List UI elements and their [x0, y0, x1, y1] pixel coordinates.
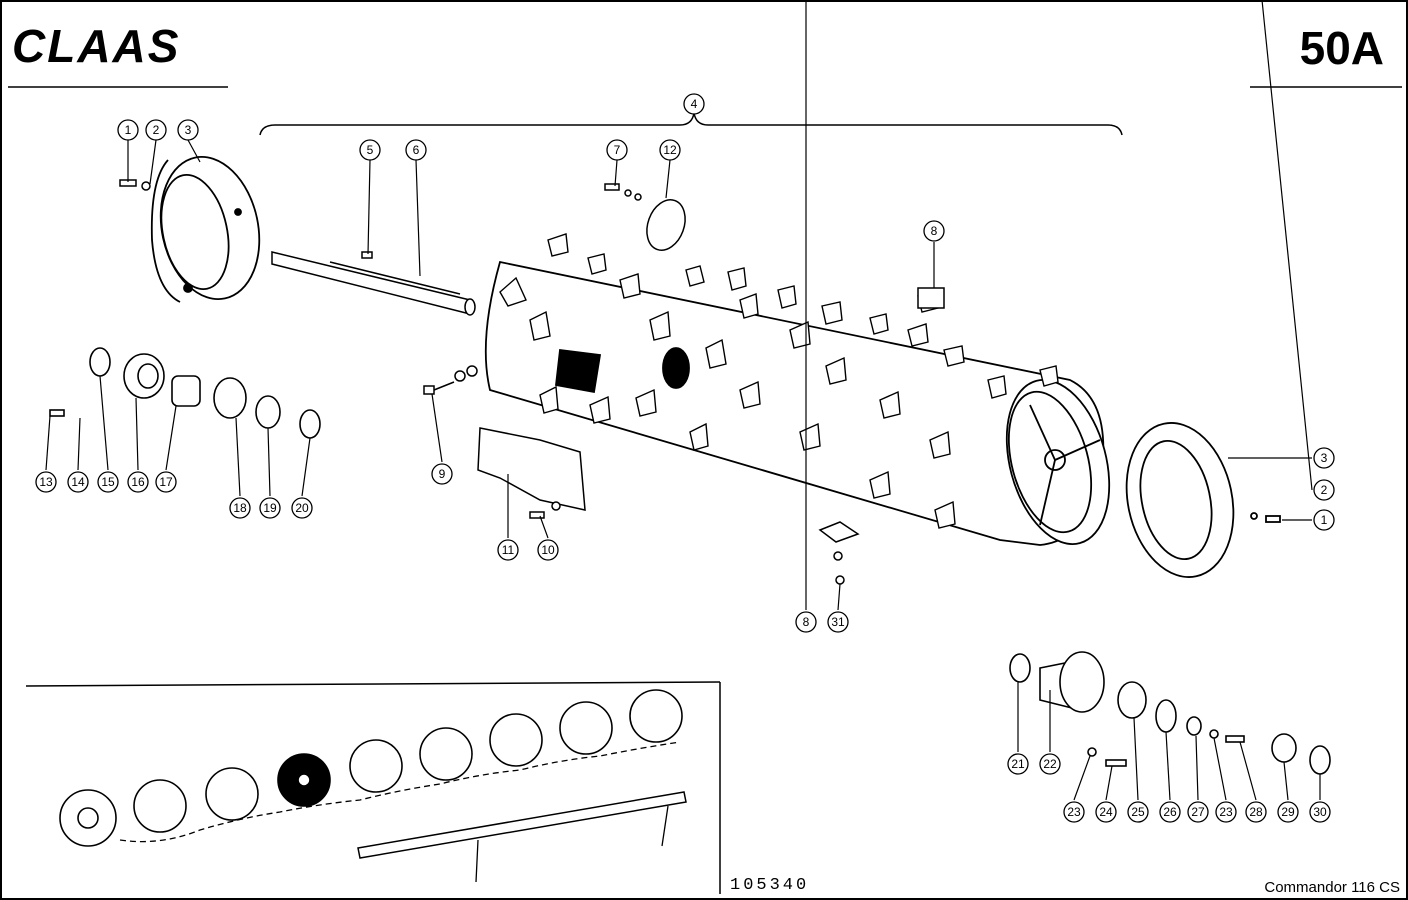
callout-8-bottom: 8 [795, 611, 817, 633]
page-number: 50A [1300, 22, 1384, 74]
model-label: Commandor 116 CS [1264, 879, 1400, 896]
svg-text:15: 15 [101, 475, 115, 489]
svg-text:25: 25 [1131, 805, 1145, 819]
right-bearing-set-icon [1009, 651, 1331, 775]
callout-19: 19 [259, 497, 281, 519]
svg-text:5: 5 [367, 143, 374, 157]
svg-text:30: 30 [1313, 805, 1327, 819]
callout-1-left: 1 [117, 119, 139, 141]
callout-5: 5 [359, 139, 381, 161]
svg-text:13: 13 [39, 475, 53, 489]
callout-24: 24 [1095, 801, 1117, 823]
left-screw-icon [119, 179, 151, 191]
clip-block-icon [917, 287, 945, 309]
callout-15: 15 [97, 471, 119, 493]
svg-text:10: 10 [541, 543, 555, 557]
svg-text:18: 18 [233, 501, 247, 515]
right-cover-ring-icon [1125, 422, 1281, 578]
callout-17: 17 [155, 471, 177, 493]
svg-text:22: 22 [1043, 757, 1057, 771]
assembly-bracket [259, 112, 1123, 136]
callout-1-right: 1 [1313, 509, 1335, 531]
callout-21: 21 [1007, 753, 1029, 775]
svg-text:23: 23 [1219, 805, 1233, 819]
callout-23-b: 23 [1215, 801, 1237, 823]
callout-16: 16 [127, 471, 149, 493]
svg-text:3: 3 [1321, 451, 1328, 465]
callout-12: 12 [659, 139, 681, 161]
callout-9: 9 [431, 463, 453, 485]
svg-text:8: 8 [803, 615, 810, 629]
callout-8-top: 8 [923, 220, 945, 242]
svg-text:2: 2 [1321, 483, 1328, 497]
plate-screw-icon [529, 501, 561, 519]
callout-2-left: 2 [145, 119, 167, 141]
callout-28: 28 [1245, 801, 1267, 823]
callout-6: 6 [405, 139, 427, 161]
rotor-chain-inset [25, 681, 721, 894]
svg-text:20: 20 [295, 501, 309, 515]
callout-26: 26 [1159, 801, 1181, 823]
left-bearing-set-icon [49, 347, 321, 439]
callouts: 1 2 3 4 5 6 7 12 8 9 10 11 13 14 15 16 1… [35, 93, 1335, 823]
callout-25: 25 [1127, 801, 1149, 823]
callout-20: 20 [291, 497, 313, 519]
svg-text:4: 4 [691, 97, 698, 111]
leader-lines [45, 0, 1321, 801]
callout-22: 22 [1039, 753, 1061, 775]
callout-31: 31 [827, 611, 849, 633]
svg-text:31: 31 [831, 615, 845, 629]
lower-clip-icon [818, 521, 860, 585]
callout-23-a: 23 [1063, 801, 1085, 823]
callout-29: 29 [1277, 801, 1299, 823]
callout-18: 18 [229, 497, 251, 519]
svg-text:11: 11 [502, 543, 515, 557]
svg-text:17: 17 [159, 475, 173, 489]
bolt-icon [423, 365, 478, 395]
svg-text:16: 16 [131, 475, 145, 489]
callout-14: 14 [67, 471, 89, 493]
brand-logo: CLAAS [12, 20, 180, 72]
svg-text:21: 21 [1011, 757, 1025, 771]
svg-text:1: 1 [1321, 513, 1328, 527]
callout-3-right: 3 [1313, 447, 1335, 469]
svg-text:2: 2 [153, 123, 160, 137]
wear-plate-icon [477, 427, 586, 511]
callout-30: 30 [1309, 801, 1331, 823]
callout-3-left: 3 [177, 119, 199, 141]
drum-tines [499, 233, 1059, 529]
cover-plate-icon [604, 183, 686, 251]
svg-text:27: 27 [1191, 805, 1205, 819]
callout-10: 10 [537, 539, 559, 561]
callout-13: 13 [35, 471, 57, 493]
svg-text:3: 3 [185, 123, 192, 137]
svg-text:29: 29 [1281, 805, 1295, 819]
callout-2-right: 2 [1313, 479, 1335, 501]
callout-11: 11 [497, 539, 519, 561]
drawing-number: 105340 [730, 876, 809, 895]
callout-7: 7 [606, 139, 628, 161]
shaft-icon [271, 251, 476, 316]
svg-text:14: 14 [71, 475, 85, 489]
svg-text:7: 7 [614, 143, 621, 157]
svg-text:12: 12 [663, 143, 677, 157]
svg-text:19: 19 [263, 501, 277, 515]
svg-text:28: 28 [1249, 805, 1263, 819]
rotor-drum-icon [484, 260, 1111, 546]
svg-text:6: 6 [413, 143, 420, 157]
left-cover-ring-icon [150, 155, 261, 303]
svg-text:8: 8 [931, 224, 938, 238]
svg-text:9: 9 [439, 467, 446, 481]
callout-27: 27 [1187, 801, 1209, 823]
callout-4: 4 [683, 93, 705, 115]
svg-text:24: 24 [1099, 805, 1113, 819]
svg-text:26: 26 [1163, 805, 1177, 819]
svg-text:23: 23 [1067, 805, 1081, 819]
svg-text:1: 1 [125, 123, 132, 137]
